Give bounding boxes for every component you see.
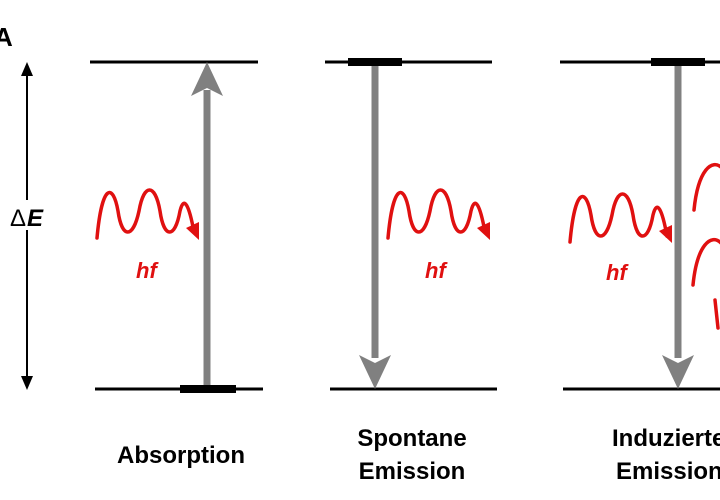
- emitted-photon-label-fragment: [713, 298, 720, 330]
- emitted-photon-wave-2: [691, 237, 720, 287]
- electron-marker: [348, 58, 402, 66]
- photon-label: hf: [606, 260, 629, 285]
- energy-axis: Δ E: [10, 62, 54, 390]
- arrowhead-down: [359, 355, 391, 389]
- panel-spontaneous-emission: hf Spontane Emission: [325, 58, 497, 485]
- panel-caption-line-2: Emission: [616, 458, 720, 485]
- arrowhead-up: [191, 62, 223, 96]
- panel-letter: A: [0, 22, 13, 52]
- energy-axis-label: E: [27, 205, 44, 232]
- photon-arrowhead: [186, 222, 199, 240]
- panel-stimulated-emission: hf Induzierte Emission: [560, 58, 720, 485]
- photon-arrowhead: [659, 225, 672, 243]
- electron-marker: [651, 58, 705, 66]
- panel-caption-line-1: Induzierte: [612, 425, 720, 452]
- panel-absorption: hf Absorption: [90, 60, 263, 469]
- arrowhead-down: [662, 355, 694, 389]
- axis-arrowhead-up: [21, 62, 33, 76]
- photon-arrowhead: [477, 222, 490, 240]
- photon-wave: [386, 188, 490, 240]
- electron-marker: [180, 385, 236, 393]
- delta-symbol: Δ: [10, 205, 26, 232]
- incoming-photon-wave: [568, 192, 672, 244]
- emitted-photon-wave-1: [692, 162, 720, 212]
- panel-caption-line-1: Spontane: [357, 425, 466, 452]
- photon-label: hf: [425, 258, 448, 283]
- photon-label: hf: [136, 258, 159, 283]
- panel-caption-line-2: Emission: [359, 458, 466, 485]
- photon-wave: [95, 188, 199, 240]
- panel-caption-line-1: Absorption: [117, 442, 245, 469]
- axis-arrowhead-down: [21, 376, 33, 390]
